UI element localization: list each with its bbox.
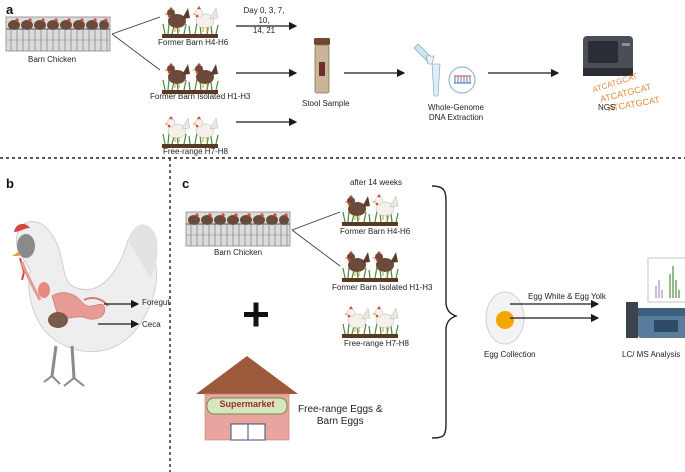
plus-icon [244, 302, 268, 327]
eggs-label: Free-range Eggs & Barn Eggs [298, 404, 383, 427]
branch-line [291, 211, 341, 231]
cage-barn-chicken-c [185, 211, 291, 247]
barn-chicken-label: Barn Chicken [28, 55, 77, 64]
wgs-label: Whole-Genome DNA Extraction [427, 103, 485, 122]
egg-white-yolk-label: Egg White & Egg Yolk [528, 292, 606, 301]
after-weeks-label: after 14 weeks [350, 178, 403, 187]
lcms-label: LC/ MS Analysis [622, 350, 681, 359]
group3-label: Free-range H7-H8 [163, 147, 228, 156]
cage-barn-chicken-a [5, 16, 111, 52]
group2-label-c: Former Barn Isolated H1-H3 [332, 283, 433, 292]
hens-group-c1 [341, 193, 399, 227]
panel-label-c: c [182, 176, 190, 191]
branch-line [111, 33, 161, 71]
brace [431, 185, 459, 439]
group1-label: Former Barn H4-H6 [158, 38, 229, 47]
lcms-instrument-icon [626, 302, 685, 338]
panel-label-a: a [6, 2, 14, 17]
dna-extraction-icon [413, 43, 476, 97]
panel-label-b: b [6, 176, 14, 191]
chicken-anatomy-icon [12, 221, 158, 387]
branch-line [111, 16, 161, 35]
group1-label-c: Former Barn H4-H6 [340, 227, 411, 236]
hens-group-a2 [161, 62, 219, 95]
foregut-label: Foregut [142, 298, 170, 307]
hens-group-a1 [161, 5, 219, 39]
hens-group-c3 [341, 305, 399, 339]
stool-sample-label: Stool Sample [302, 99, 350, 108]
ngs-label: NGS [598, 103, 616, 112]
stool-tube-icon [314, 38, 330, 94]
egg-collection-label: Egg Collection [484, 350, 536, 359]
ceca-label: Ceca [142, 320, 161, 329]
barn-chicken-label-c: Barn Chicken [214, 248, 263, 257]
hens-group-a3 [161, 115, 219, 149]
group2-label: Former Barn Isolated H1-H3 [150, 92, 251, 101]
supermarket-sign: Supermarket [219, 399, 275, 409]
group3-label-c: Free-range H7-H8 [344, 339, 409, 348]
supermarket-icon [196, 356, 298, 441]
days-label: Day 0, 3, 7, 10, 14, 21 [243, 6, 285, 35]
branch-line [291, 229, 341, 267]
ms-spectrum-icon [647, 257, 685, 303]
hens-group-c2 [341, 250, 399, 283]
ngs-sequencer-icon [583, 36, 633, 76]
